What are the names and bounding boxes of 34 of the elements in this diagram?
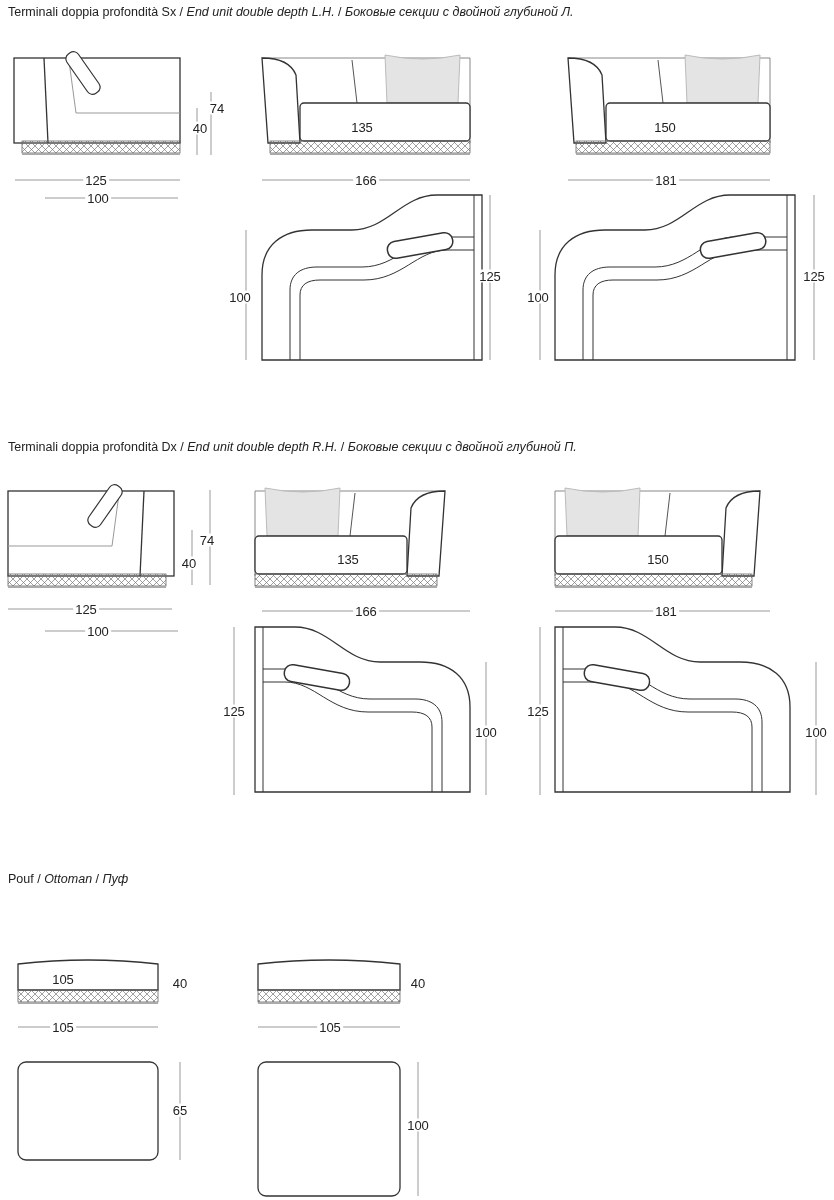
dimension-value: 135 xyxy=(335,552,361,566)
dimension-value: 181 xyxy=(653,604,679,618)
dimension-value: 100 xyxy=(803,725,829,739)
dimension-value: 125 xyxy=(801,269,827,283)
dimension-value: 40 xyxy=(179,556,199,570)
dimension-value: 40 xyxy=(170,976,190,990)
dimension-value: 40 xyxy=(408,976,428,990)
section-heading: Terminali doppia profondità Sx / End unit double depth L.H. / Боковые секции с двойной глубиной Л. xyxy=(8,5,574,19)
dimension-value: 125 xyxy=(73,602,99,616)
dimension-value: 105 xyxy=(317,1020,343,1034)
dimension-value: 40 xyxy=(190,121,210,135)
dimension-value: 166 xyxy=(353,173,379,187)
dimension-value: 100 xyxy=(227,290,253,304)
dimension-value: 125 xyxy=(83,173,109,187)
dimension-value: 125 xyxy=(221,704,247,718)
dimension-value: 100 xyxy=(405,1118,431,1132)
dimension-value: 100 xyxy=(85,191,111,205)
dimension-value: 150 xyxy=(645,552,671,566)
dimension-value: 100 xyxy=(525,290,551,304)
dimension-value: 125 xyxy=(477,269,503,283)
dimension-value: 74 xyxy=(207,101,227,115)
section-heading: Pouf / Ottoman / Пуф xyxy=(8,872,129,886)
dimension-value: 150 xyxy=(652,120,678,134)
section-heading: Terminali doppia profondità Dx / End unit double depth R.H. / Боковые секции с двойной глубиной П. xyxy=(8,440,577,454)
dimension-value: 135 xyxy=(349,120,375,134)
dimension-value: 65 xyxy=(170,1103,190,1117)
dimension-value: 125 xyxy=(525,704,551,718)
dimension-value: 105 xyxy=(50,972,76,986)
dimension-value: 181 xyxy=(653,173,679,187)
dimension-value: 100 xyxy=(85,624,111,638)
dimension-value: 166 xyxy=(353,604,379,618)
dimension-value: 100 xyxy=(473,725,499,739)
dimension-value: 105 xyxy=(50,1020,76,1034)
dimension-value: 74 xyxy=(197,533,217,547)
